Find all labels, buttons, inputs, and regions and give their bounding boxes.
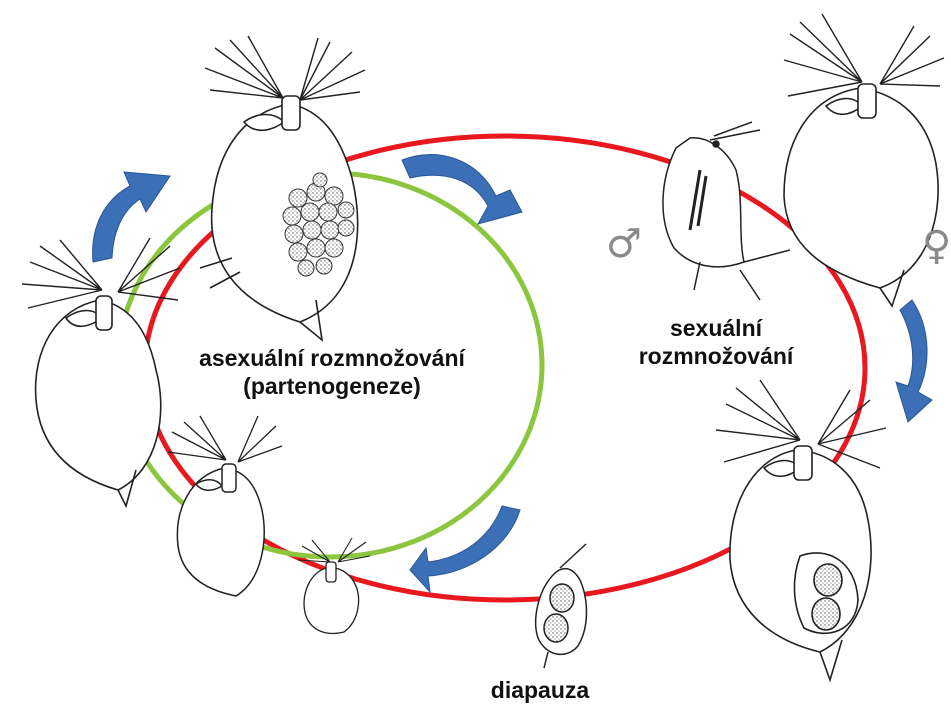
daphnia-female	[784, 14, 944, 306]
asexual-label-line2: (partenogeneze)	[172, 372, 492, 400]
daphnia-left	[22, 238, 180, 506]
arrow-icon-bottom-left	[410, 506, 520, 592]
diapause-label: diapauza	[470, 676, 610, 704]
female-symbol-icon: ♀	[922, 226, 951, 266]
sexual-reproduction-label: sexuální rozmnožování	[616, 314, 816, 370]
male-symbol-icon: ♂	[606, 224, 642, 264]
asexual-reproduction-label: asexuální rozmnožování (partenogeneze)	[172, 344, 492, 400]
arrow-icon-right-down	[896, 300, 932, 422]
asexual-label-line1: asexuální rozmnožování	[172, 344, 492, 372]
daphnia-top-with-eggs	[200, 36, 365, 340]
ephippium-resting-eggs	[536, 544, 587, 668]
daphnia-tiny	[298, 538, 370, 633]
sexual-label-line1: sexuální	[616, 314, 816, 342]
sexual-label-line2: rozmnožování	[616, 342, 816, 370]
daphnia-ephippial	[716, 380, 886, 680]
daphnia-small-bottom	[168, 416, 282, 596]
